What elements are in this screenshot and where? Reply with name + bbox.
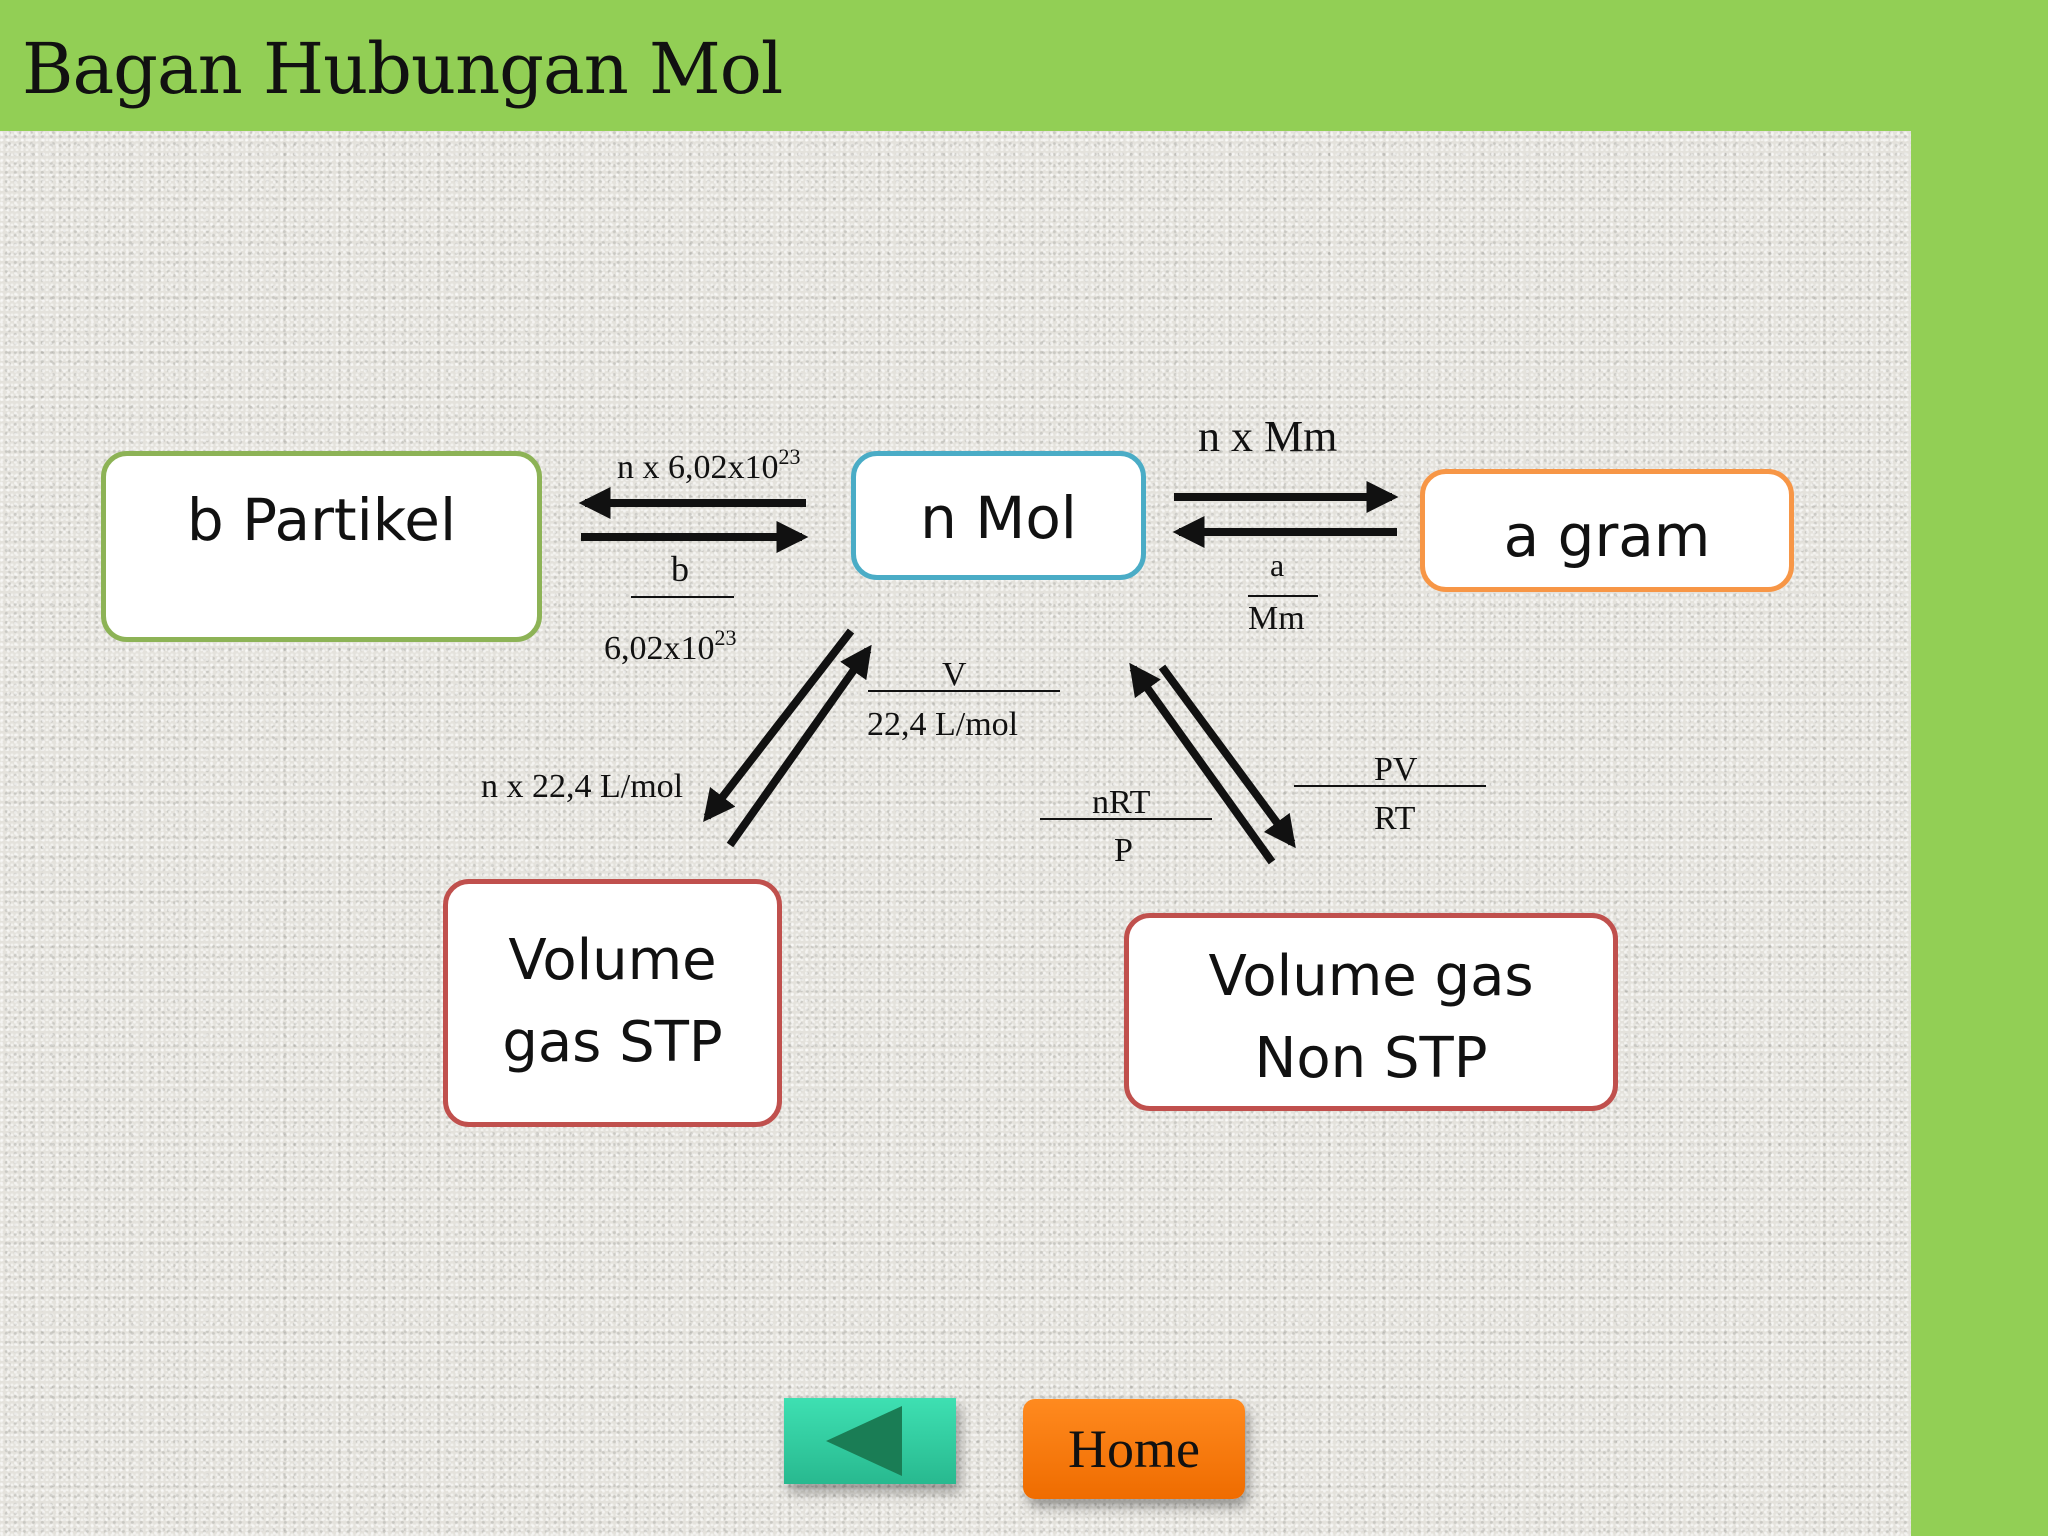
node-volume-nonstp: Volume gas Non STP	[1124, 913, 1618, 1111]
label-partikel-to-mol-numerator: b	[671, 549, 689, 589]
node-gram-label: a gram	[1503, 502, 1711, 570]
fraction-bar	[1294, 785, 1486, 787]
label-stp-to-mol-denominator: 22,4 L/mol	[867, 706, 1019, 743]
label-mol-to-stp: n x 22,4 L/mol	[481, 768, 684, 805]
node-volume-stp-line1: Volume	[508, 928, 717, 993]
node-gram: a gram	[1420, 469, 1794, 592]
node-volume-stp-line2: gas STP	[502, 1010, 723, 1075]
label-gram-to-mol-numerator: a	[1270, 547, 1285, 583]
diagram-canvas	[0, 131, 1911, 1536]
node-volume-nonstp-line2: Non STP	[1254, 1026, 1488, 1091]
label-nonstp-to-mol-numerator: PV	[1374, 751, 1418, 788]
fraction-bar	[1248, 595, 1318, 597]
fraction-bar	[868, 690, 1060, 692]
node-mol: n Mol	[851, 451, 1146, 580]
node-volume-stp: Volume gas STP	[443, 879, 782, 1127]
node-partikel: b Partikel	[101, 451, 542, 642]
label-partikel-to-mol-exp: 23	[714, 625, 737, 650]
page-title: Bagan Hubungan Mol	[22, 28, 783, 110]
label-stp-to-mol-numerator: V	[942, 656, 967, 693]
node-partikel-label: b Partikel	[186, 486, 457, 554]
label-mol-to-nonstp-denominator: P	[1114, 832, 1133, 869]
back-arrow-icon	[826, 1406, 902, 1476]
node-mol-label: n Mol	[920, 484, 1077, 552]
fraction-bar	[1040, 818, 1212, 820]
label-mol-to-partikel: n x 6,02x1023	[617, 446, 801, 485]
label-nonstp-to-mol-denominator: RT	[1374, 800, 1416, 837]
title-bar: Bagan Hubungan Mol	[0, 0, 2048, 131]
label-partikel-to-mol-denominator: 6,02x1023	[604, 627, 737, 666]
node-volume-nonstp-line1: Volume gas	[1208, 944, 1534, 1009]
label-mol-to-gram: n x Mm	[1198, 412, 1338, 461]
fraction-bar	[631, 596, 734, 598]
label-partikel-to-mol-denominator-text: 6,02x10	[604, 630, 715, 667]
back-button[interactable]	[784, 1398, 956, 1484]
label-mol-to-nonstp-numerator: nRT	[1092, 784, 1151, 821]
label-mol-to-partikel-exp: 23	[778, 444, 801, 469]
label-gram-to-mol-denominator: Mm	[1248, 600, 1305, 637]
label-mol-to-partikel-text: n x 6,02x10	[617, 449, 779, 486]
home-button[interactable]: Home	[1023, 1399, 1245, 1499]
